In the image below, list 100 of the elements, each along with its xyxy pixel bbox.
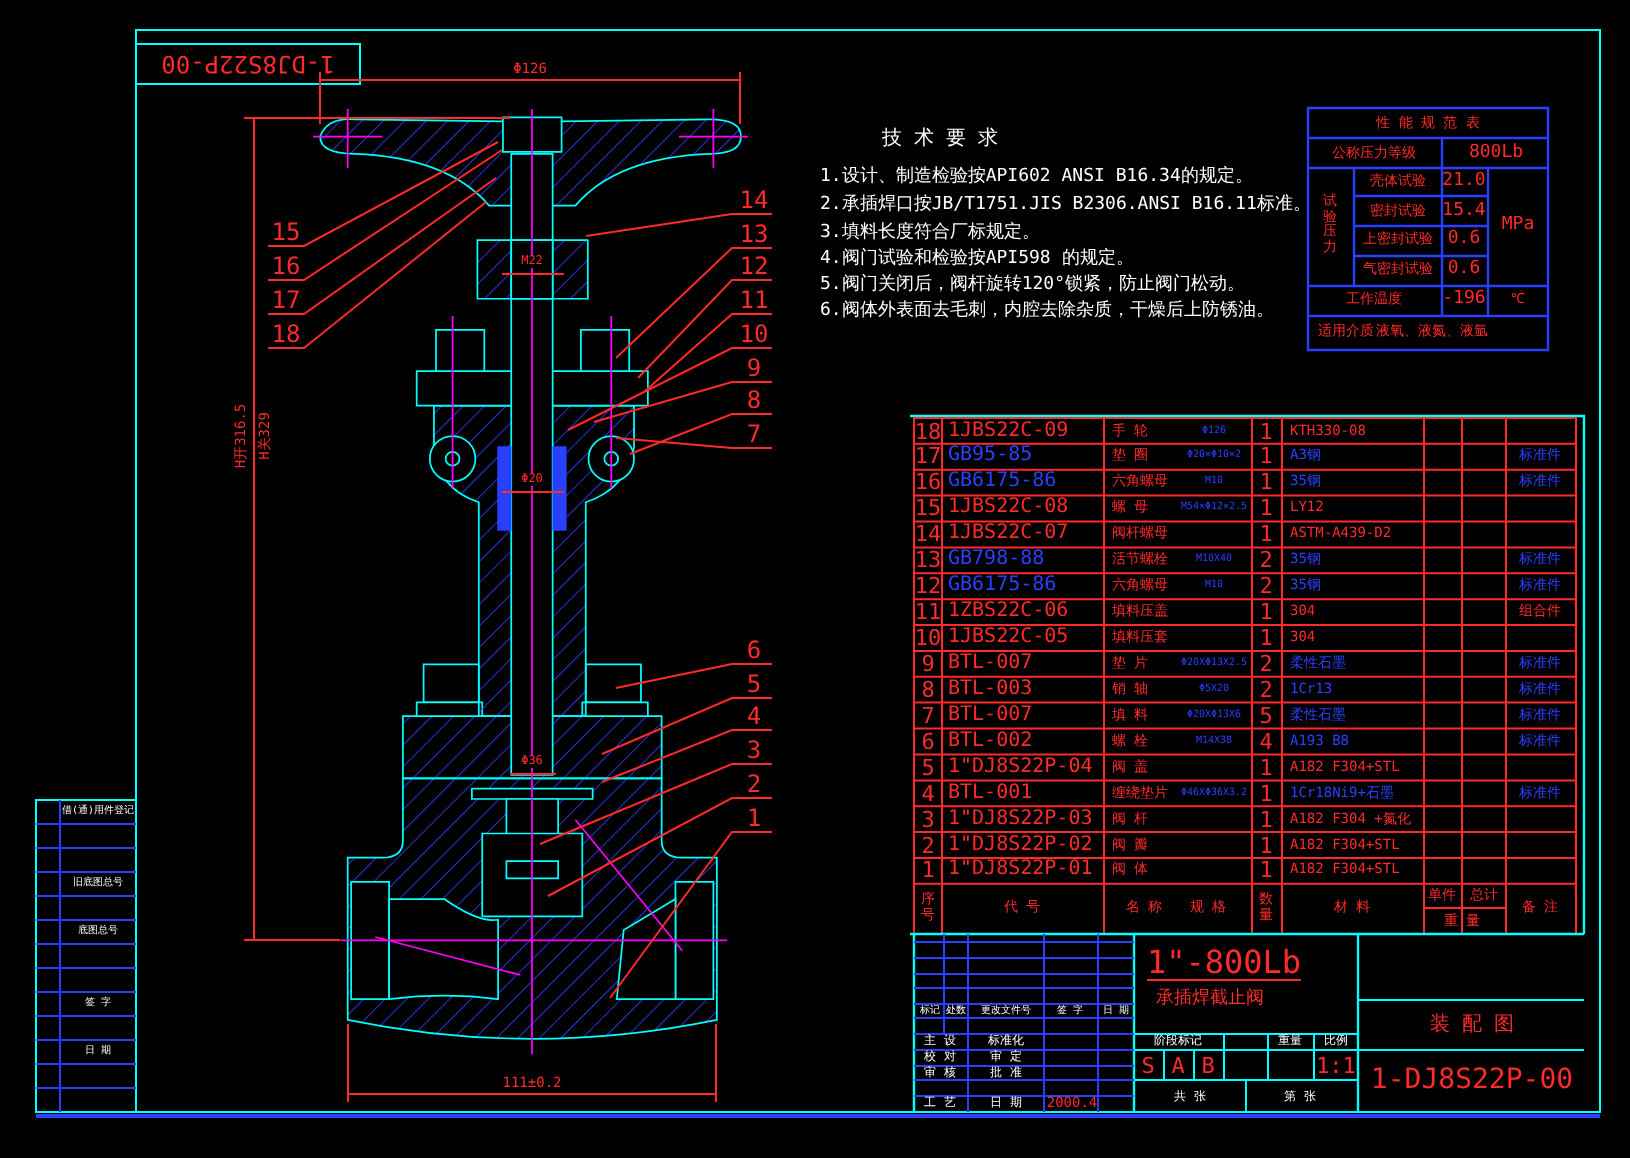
quantity: 1 — [1259, 420, 1273, 442]
quantity: 1 — [1259, 601, 1273, 624]
part-code: 1"DJ8S22P-03 — [948, 809, 1093, 830]
leader-line — [609, 831, 773, 999]
table-text: 0.6 — [1447, 231, 1481, 249]
callout-number: 7 — [736, 420, 772, 448]
quantity: 1 — [1259, 834, 1273, 857]
item-number: 5 — [921, 756, 935, 779]
requirement-text: 1.设计、制造检验按API602 ANSI B16.34的规定。 — [820, 169, 1253, 187]
item-number: 3 — [921, 808, 935, 831]
callout-number: 14 — [736, 186, 772, 214]
item-number: 10 — [914, 627, 942, 650]
quantity: 1 — [1259, 523, 1273, 546]
leader-line — [267, 177, 497, 315]
table-text: 15.4 — [1442, 203, 1486, 221]
part-code: GB6175-86 — [948, 576, 1057, 597]
leader-line — [267, 201, 487, 349]
item-number: 4 — [921, 782, 935, 805]
item-number: 17 — [914, 445, 942, 468]
item-number: 1 — [921, 859, 935, 882]
quantity: 5 — [1259, 704, 1273, 727]
quantity: 2 — [1259, 549, 1273, 572]
quantity: 1 — [1259, 859, 1273, 882]
leader-line — [637, 279, 773, 379]
quantity: 1 — [1259, 808, 1273, 831]
callout-number: 5 — [736, 670, 772, 698]
part-code: BTL-007 — [948, 653, 1033, 674]
part-code: BTL-003 — [948, 679, 1033, 700]
part-code: GB95-85 — [948, 446, 1033, 467]
part-code: BTL-007 — [948, 705, 1033, 726]
callout-number: 9 — [736, 354, 772, 382]
part-code: GB798-88 — [948, 550, 1045, 571]
item-number: 16 — [914, 471, 942, 494]
product-title: 1"-800Lb — [1146, 947, 1302, 981]
callout-number: 17 — [268, 286, 304, 314]
requirement-text: 5.阀门关闭后，阀杆旋转120°锁紧，防止阀门松动。 — [820, 277, 1246, 295]
item-number: 2 — [921, 834, 935, 857]
leader-line — [585, 213, 773, 237]
quantity: 1 — [1259, 497, 1273, 520]
quantity: 1 — [1259, 756, 1273, 779]
quantity: 2 — [1259, 652, 1273, 675]
leader-line — [615, 663, 773, 689]
leader-line — [547, 797, 773, 897]
part-code: 1JBS22C-05 — [948, 628, 1069, 649]
callout-number: 10 — [736, 320, 772, 348]
part-code: 1"DJ8S22P-02 — [948, 835, 1093, 856]
leader-line — [629, 413, 773, 455]
quantity: 1 — [1259, 627, 1273, 650]
part-code: 1"DJ8S22P-04 — [948, 757, 1093, 778]
part-code: 1JBS22C-09 — [948, 421, 1069, 441]
table-text: MPa — [1501, 217, 1535, 235]
item-number: 12 — [914, 575, 942, 598]
quantity: 1 — [1259, 445, 1273, 468]
callout-number: 4 — [736, 702, 772, 730]
callout-number: 12 — [736, 252, 772, 280]
leader-line — [601, 729, 773, 783]
part-code: 1ZBS22C-06 — [948, 602, 1069, 623]
callout-number: 3 — [736, 736, 772, 764]
callout-number: 18 — [268, 320, 304, 348]
callout-number: 6 — [736, 636, 772, 664]
leader-line — [267, 149, 503, 281]
drawing-number: 1-DJ8S22P-00 — [161, 52, 335, 76]
stage-mark: S — [1141, 1055, 1155, 1077]
item-number: 8 — [921, 678, 935, 701]
requirement-text: 3.填料长度符合厂标规定。 — [820, 225, 1040, 243]
stage-mark: B — [1201, 1055, 1215, 1077]
callout-number: 15 — [268, 218, 304, 246]
leader-line — [615, 437, 773, 449]
item-number: 15 — [914, 497, 942, 520]
leader-line — [615, 247, 773, 359]
item-number: 9 — [921, 652, 935, 675]
leader-line — [567, 347, 773, 431]
heading: 技 术 要 求 — [881, 130, 999, 150]
stage-mark: A — [1171, 1055, 1185, 1077]
callout-number: 2 — [736, 770, 772, 798]
item-number: 7 — [921, 704, 935, 727]
requirement-text: 4.阀门试验和检验按API598 的规定。 — [820, 251, 1134, 269]
part-code: 1JBS22C-07 — [948, 524, 1069, 545]
item-number: 18 — [914, 420, 942, 442]
callout-number: 13 — [736, 220, 772, 248]
callout-number: 11 — [736, 286, 772, 314]
part-code: 1JBS22C-08 — [948, 498, 1069, 519]
product-name: 承插焊截止阀 — [1156, 991, 1264, 1009]
item-number: 11 — [914, 601, 942, 624]
callout-number: 16 — [268, 252, 304, 280]
quantity: 2 — [1259, 575, 1273, 598]
table-text: 800Lb — [1468, 145, 1524, 163]
requirement-text: 2.承插焊口按JB/T1751.JIS B2306.ANSI B16.11标准。 — [820, 197, 1311, 215]
leader-line — [593, 381, 773, 423]
quantity: 4 — [1259, 730, 1273, 753]
callout-number: 8 — [736, 386, 772, 414]
part-code: BTL-001 — [948, 783, 1033, 804]
quantity: 1 — [1259, 471, 1273, 494]
leader-line — [539, 763, 773, 845]
part-code: 1"DJ8S22P-01 — [948, 860, 1093, 881]
part-code: GB6175-86 — [948, 472, 1057, 493]
item-number: 14 — [914, 523, 942, 546]
requirement-text: 6.阀体外表面去毛刺，内腔去除杂质，干燥后上防锈油。 — [820, 303, 1274, 321]
quantity: 1 — [1259, 782, 1273, 805]
leader-line — [601, 697, 773, 755]
